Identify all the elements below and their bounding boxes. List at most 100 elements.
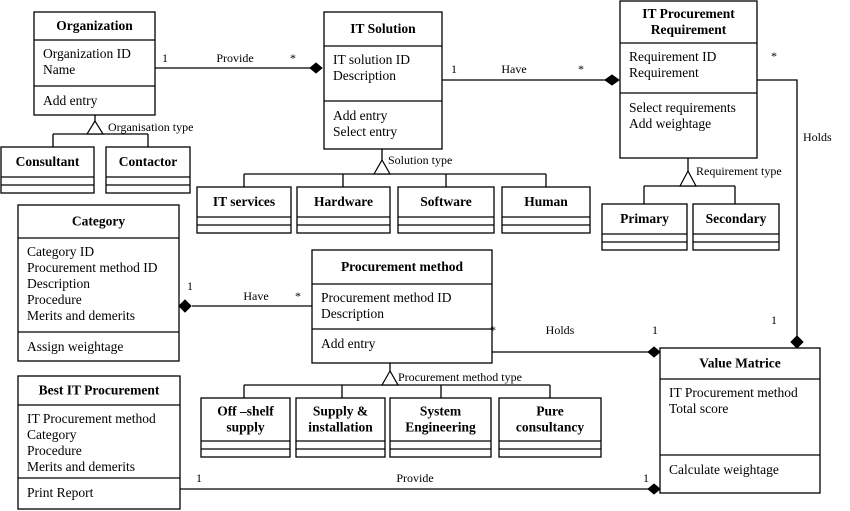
class-attributes-text: Requirement	[629, 65, 699, 80]
label-requirement-type: Requirement type	[696, 164, 782, 178]
class-attributes-text: Organization ID	[43, 46, 131, 61]
class-title-text: Software	[420, 194, 472, 209]
multiplicity-value-bottom: 1	[643, 471, 649, 485]
class-box-frame	[659, 347, 821, 494]
generalization-solution-type	[243, 149, 547, 187]
class-title-text: Best IT Procurement	[39, 383, 160, 398]
multiplicity-method-holds: *	[490, 323, 496, 337]
class-box-frame	[323, 11, 443, 150]
class-attributes-text: Total score	[669, 401, 728, 416]
class-title-text: Supply &	[313, 404, 368, 419]
assoc-name-best-value: Provide	[396, 471, 433, 485]
class-primary: Primary	[601, 203, 688, 251]
label-procurement-method-type: Procurement method type	[398, 370, 522, 384]
assoc-name-method-value: Holds	[546, 323, 575, 337]
line-requirement-value	[757, 79, 798, 336]
class-box-frame	[17, 204, 180, 362]
class-attributes-text: Description	[321, 306, 384, 321]
diamond-value-matrice-top	[790, 335, 804, 349]
class-hardware: Hardware	[296, 186, 391, 234]
class-methods-text: Assign weightage	[27, 339, 123, 354]
class-title-text: Engineering	[405, 420, 476, 435]
class-attributes-text: Merits and demerits	[27, 459, 135, 474]
class-box-frame	[311, 249, 493, 364]
diamond-category	[178, 299, 192, 313]
class-title-text: System	[420, 404, 462, 419]
multiplicity-method: *	[295, 289, 301, 303]
class-attributes-text: Procurement method ID	[321, 290, 452, 305]
class-methods-text: Select requirements	[629, 100, 736, 115]
class-it-services: IT services	[196, 186, 292, 234]
class-methods-text: Add entry	[321, 336, 376, 351]
diamond-it-solution	[309, 62, 323, 74]
class-attributes-text: Merits and demerits	[27, 308, 135, 323]
class-title-text: Off –shelf	[217, 404, 274, 419]
generalization-arrow	[679, 169, 697, 187]
generalization-organisation-type	[52, 112, 149, 147]
class-title-text: Requirement	[651, 22, 727, 37]
class-box-frame	[498, 397, 602, 458]
assoc-name-org-solution: Provide	[216, 51, 253, 65]
multiplicity-requirement-holds: *	[771, 49, 777, 63]
class-title-text: consultancy	[516, 420, 585, 435]
class-box-frame	[200, 397, 291, 458]
generalization-arrow	[85, 119, 105, 135]
multiplicity-value-top: 1	[771, 313, 777, 327]
assoc-name-requirement-value: Holds	[803, 130, 832, 144]
diamond-value-matrice-left	[647, 346, 661, 358]
diamond-value-matrice-bottom	[647, 483, 661, 495]
class-attributes-text: Name	[43, 62, 75, 77]
generalization-labels: Organisation type Solution type Requirem…	[108, 120, 782, 384]
class-title-text: installation	[308, 420, 373, 435]
assoc-name-category-method: Have	[243, 289, 268, 303]
class-title-text: Organization	[56, 18, 133, 33]
assoc-name-solution-requirement: Have	[501, 62, 526, 76]
class-box-frame	[619, 0, 758, 159]
class-methods-text: Calculate weightage	[669, 462, 779, 477]
class-title-text: Category	[72, 214, 125, 229]
label-organisation-type: Organisation type	[108, 120, 193, 134]
label-solution-type: Solution type	[388, 153, 452, 167]
class-methods-text: Select entry	[333, 124, 397, 139]
class-box-frame	[295, 397, 386, 458]
class-attributes-text: Procedure	[27, 443, 82, 458]
multiplicity-best: 1	[196, 471, 202, 485]
class-consultant: Consultant	[0, 146, 95, 194]
class-software: Software	[397, 186, 495, 234]
class-contactor: Contactor	[105, 146, 191, 194]
class-title-text: IT Solution	[350, 21, 416, 36]
generalization-arrow	[380, 369, 400, 386]
multiplicity-value-left: 1	[652, 323, 658, 337]
class-title-text: Human	[524, 194, 568, 209]
class-box-frame	[33, 11, 156, 116]
class-box-frame	[17, 375, 181, 510]
class-secondary: Secondary	[692, 203, 780, 251]
diamond-it-procurement-requirement	[604, 74, 620, 86]
class-attributes-text: Requirement ID	[629, 49, 717, 64]
class-attributes-text: IT Procurement method	[669, 385, 798, 400]
class-attributes-text: Category ID	[27, 244, 94, 259]
class-supply-installation: Supply &installation	[295, 397, 386, 458]
multiplicity-org: 1	[162, 51, 168, 65]
class-title-text: Hardware	[314, 194, 373, 209]
class-methods-text: Print Report	[27, 485, 94, 500]
multiplicity-solution-req: 1	[451, 62, 457, 76]
aggregation-diamonds	[178, 62, 804, 495]
class-title-text: Contactor	[119, 154, 177, 169]
generalization-arrow	[372, 158, 392, 175]
class-title-text: supply	[226, 420, 265, 435]
class-title-text: IT Procurement	[642, 6, 735, 21]
class-attributes-text: Procedure	[27, 292, 82, 307]
generalization-requirement-type	[643, 158, 736, 204]
class-methods-text: Add entry	[333, 108, 388, 123]
class-human: Human	[501, 186, 591, 234]
association-lines	[155, 67, 798, 490]
